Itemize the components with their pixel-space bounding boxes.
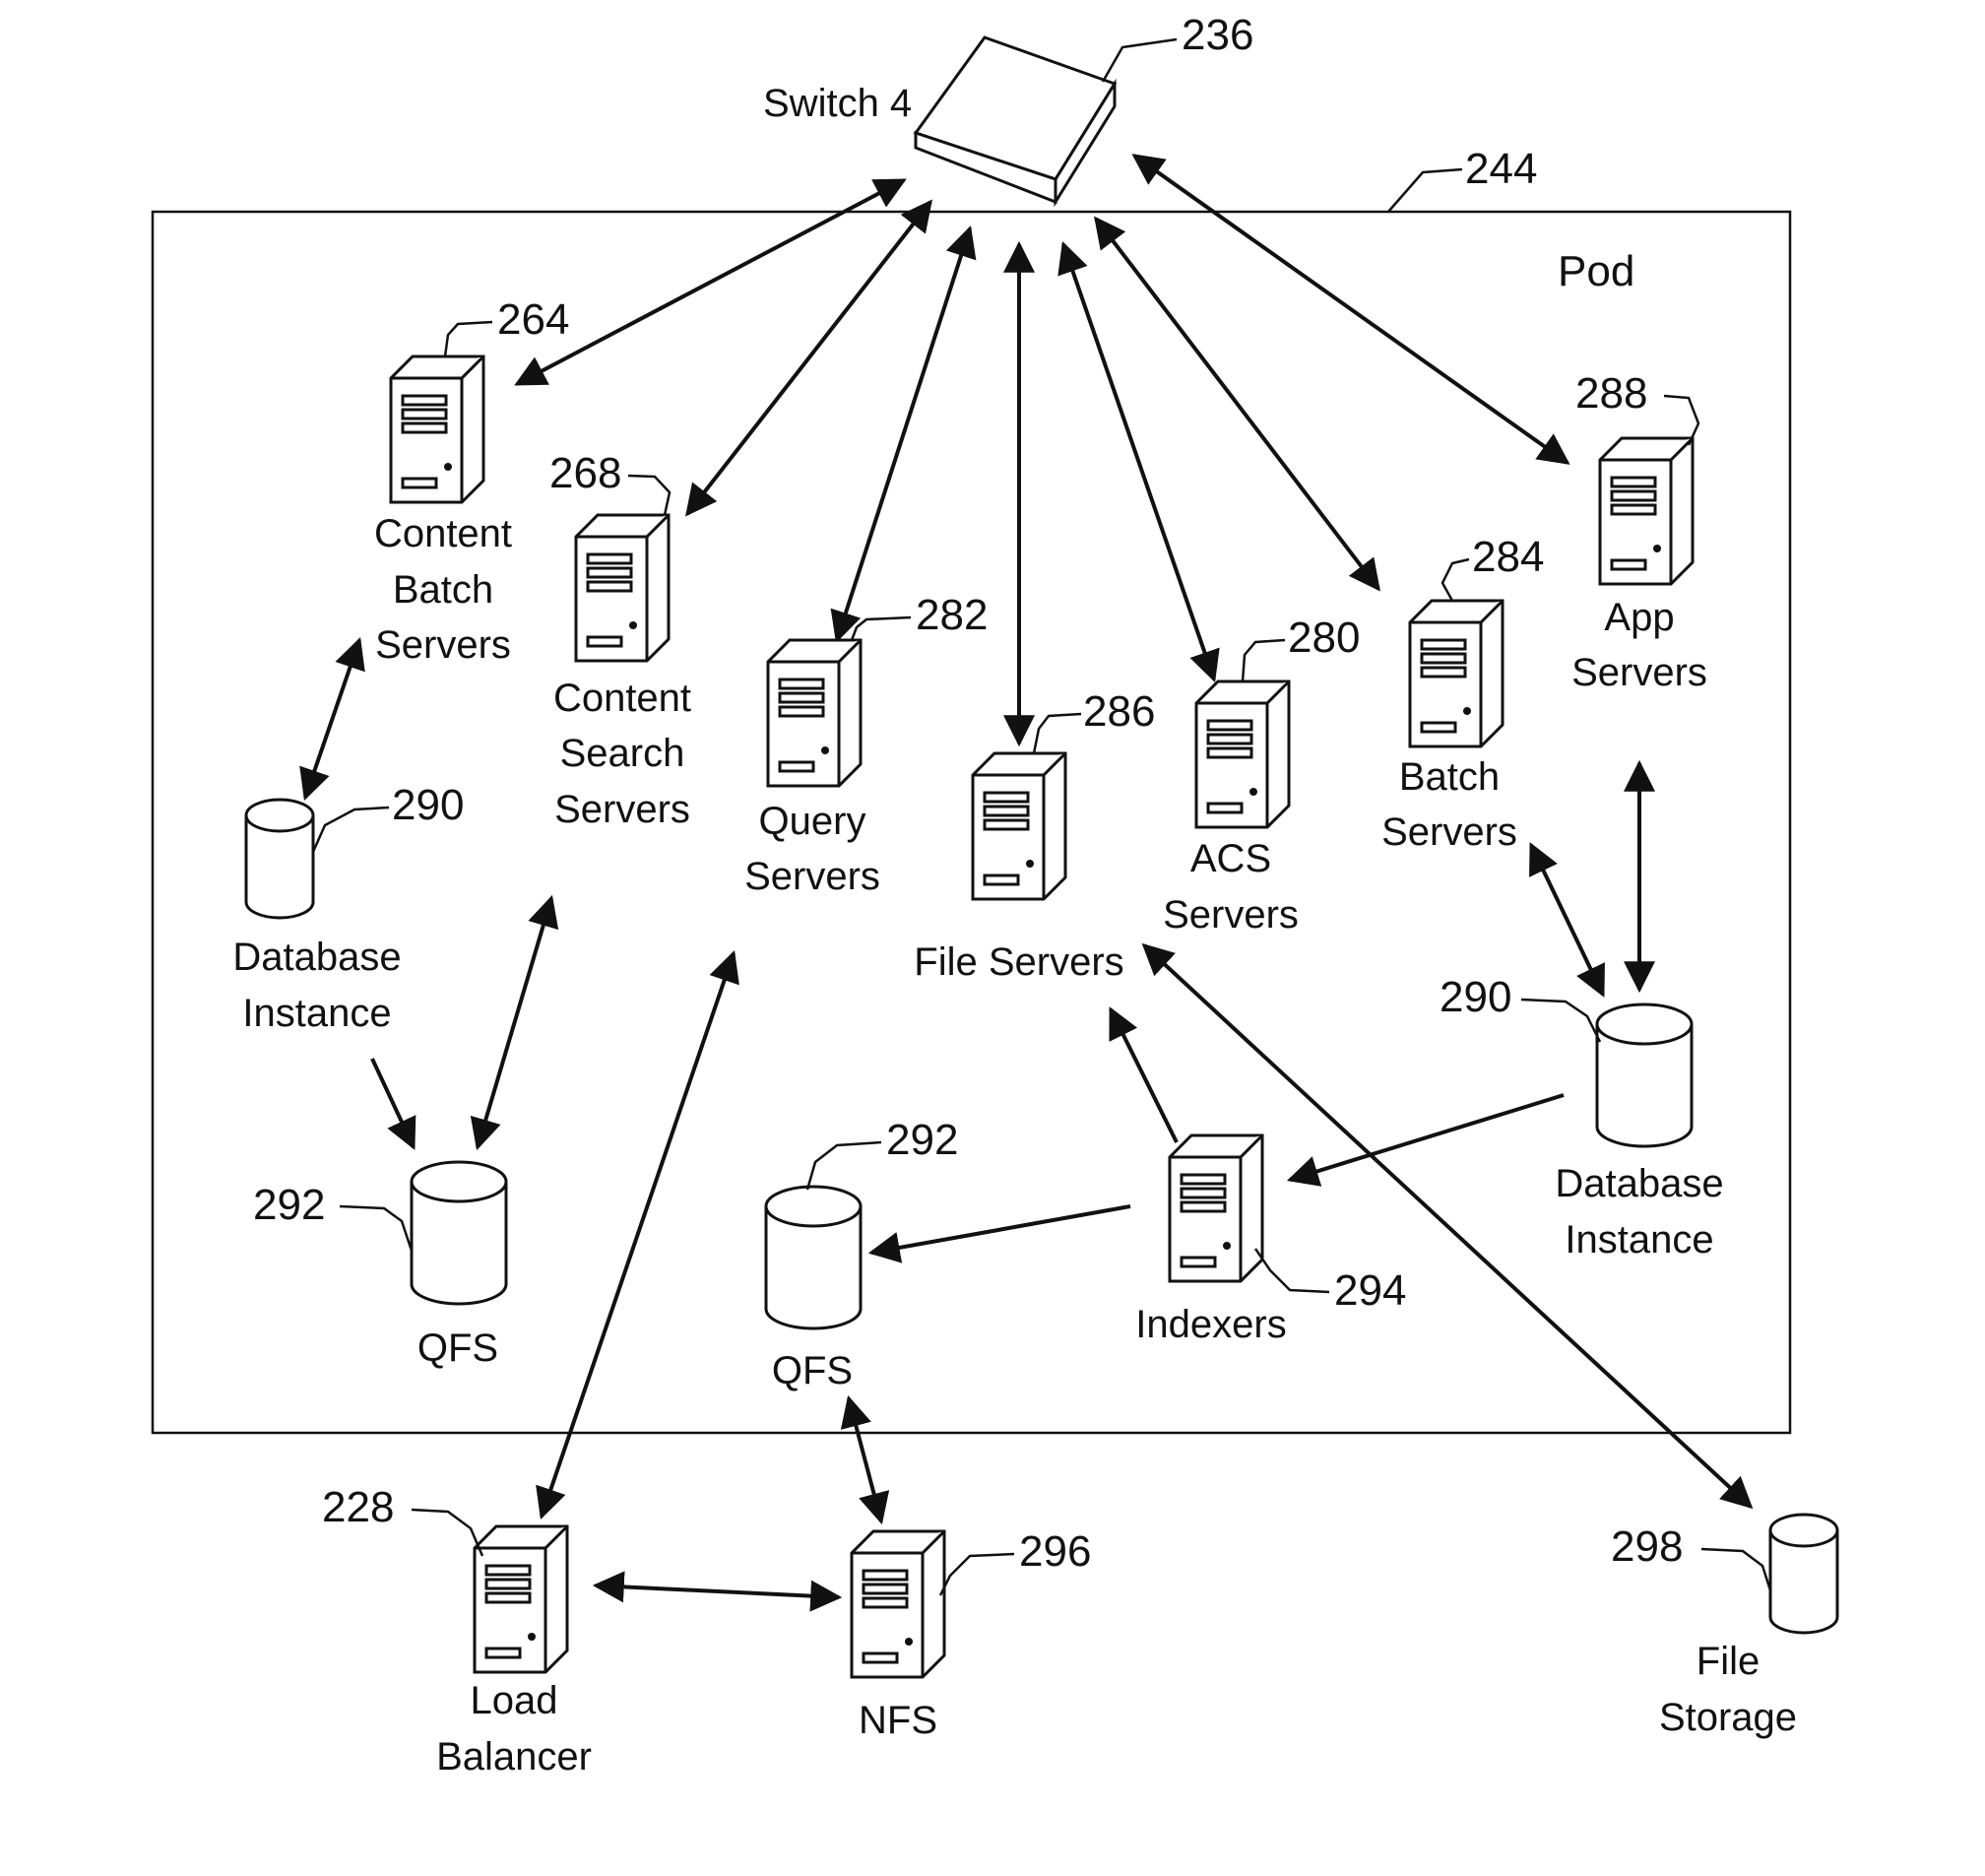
nfs-server-icon [852, 1531, 944, 1677]
switch-label: Switch 4 [763, 82, 912, 125]
db-left-ref-number: 290 [392, 781, 464, 829]
app-label-1: App [1604, 596, 1674, 639]
load-balancer-ref-leader [412, 1510, 482, 1556]
qfs-left-ref-number: 292 [253, 1181, 325, 1229]
acs-ref-leader [1243, 640, 1285, 681]
acs-server-icon [1196, 681, 1289, 827]
content-search-ref-number: 268 [549, 449, 621, 497]
content-batch-server-icon [391, 356, 483, 502]
batch-ref-leader [1442, 559, 1469, 601]
batch-label-1: Batch [1399, 755, 1500, 799]
switch-icon [916, 37, 1115, 202]
qfs-center-ref-number: 292 [886, 1116, 958, 1164]
file-servers-label: File Servers [914, 940, 1123, 984]
content-search-label-3: Servers [554, 788, 690, 831]
query-server-icon [768, 640, 861, 786]
db-right-ref-leader [1521, 1000, 1600, 1042]
load-balancer-label-1: Load [471, 1679, 558, 1722]
content-batch-label-3: Servers [375, 623, 511, 667]
content-batch-label-1: Content [374, 512, 512, 555]
app-server-icon [1600, 438, 1693, 584]
switch-ref-leader [1103, 39, 1177, 82]
file-storage-label-1: File [1697, 1640, 1760, 1683]
nfs-ref-number: 296 [1019, 1527, 1091, 1576]
indexers-label: Indexers [1135, 1303, 1286, 1346]
app-label-2: Servers [1571, 651, 1707, 694]
db-left-ref-leader [313, 808, 389, 852]
query-ref-leader [852, 617, 911, 640]
file-storage-icon [1770, 1515, 1837, 1633]
query-ref-number: 282 [916, 591, 988, 639]
file-servers-ref-number: 286 [1083, 687, 1155, 736]
content-search-label-1: Content [553, 677, 691, 720]
file-storage-label-2: Storage [1659, 1696, 1797, 1739]
indexers-ref-number: 294 [1334, 1266, 1406, 1315]
file-storage-ref-number: 298 [1611, 1522, 1683, 1571]
file-servers-ref-leader [1034, 714, 1081, 753]
content-search-ref-leader [628, 476, 670, 515]
content-search-server-icon [576, 515, 669, 661]
query-label-1: Query [759, 800, 866, 843]
indexers-server-icon [1170, 1135, 1262, 1281]
qfs-center-ref-leader [807, 1142, 881, 1190]
file-storage-ref-leader [1701, 1549, 1770, 1590]
qfs-left-label: QFS [417, 1326, 498, 1370]
qfs-center-label: QFS [772, 1349, 853, 1392]
nfs-ref-leader [940, 1554, 1014, 1595]
db-right-ref-number: 290 [1440, 973, 1511, 1021]
indexers-ref-leader [1255, 1249, 1329, 1292]
db-right-label-1: Database [1555, 1162, 1723, 1205]
qfs-left-icon [412, 1162, 506, 1304]
db-left-label-2: Instance [242, 992, 391, 1035]
acs-ref-number: 280 [1288, 614, 1360, 662]
acs-label-1: ACS [1190, 837, 1271, 880]
nfs-label: NFS [859, 1699, 937, 1742]
app-ref-number: 288 [1575, 369, 1647, 418]
content-batch-ref-number: 264 [497, 295, 569, 344]
database-instance-left-icon [246, 800, 313, 918]
content-batch-ref-leader [445, 322, 492, 356]
batch-label-2: Servers [1381, 810, 1517, 854]
load-balancer-server-icon [475, 1526, 567, 1672]
batch-server-icon [1410, 601, 1503, 746]
qfs-left-ref-leader [340, 1206, 412, 1251]
database-instance-right-icon [1597, 1004, 1692, 1146]
load-balancer-ref-number: 228 [322, 1483, 394, 1531]
content-search-label-2: Search [560, 732, 685, 775]
db-left-label-1: Database [232, 936, 401, 979]
pod-label: Pod [1558, 247, 1634, 295]
acs-label-2: Servers [1163, 893, 1299, 937]
query-label-2: Servers [744, 855, 880, 898]
content-batch-label-2: Batch [393, 568, 493, 612]
qfs-center-icon [766, 1187, 861, 1328]
batch-ref-number: 284 [1472, 533, 1544, 581]
db-right-label-2: Instance [1565, 1218, 1713, 1261]
pod-ref-number: 244 [1465, 145, 1537, 193]
load-balancer-label-2: Balancer [436, 1735, 592, 1779]
pod-ref-leader [1388, 169, 1462, 212]
switch-ref-number: 236 [1182, 11, 1253, 59]
file-server-icon [973, 753, 1065, 899]
